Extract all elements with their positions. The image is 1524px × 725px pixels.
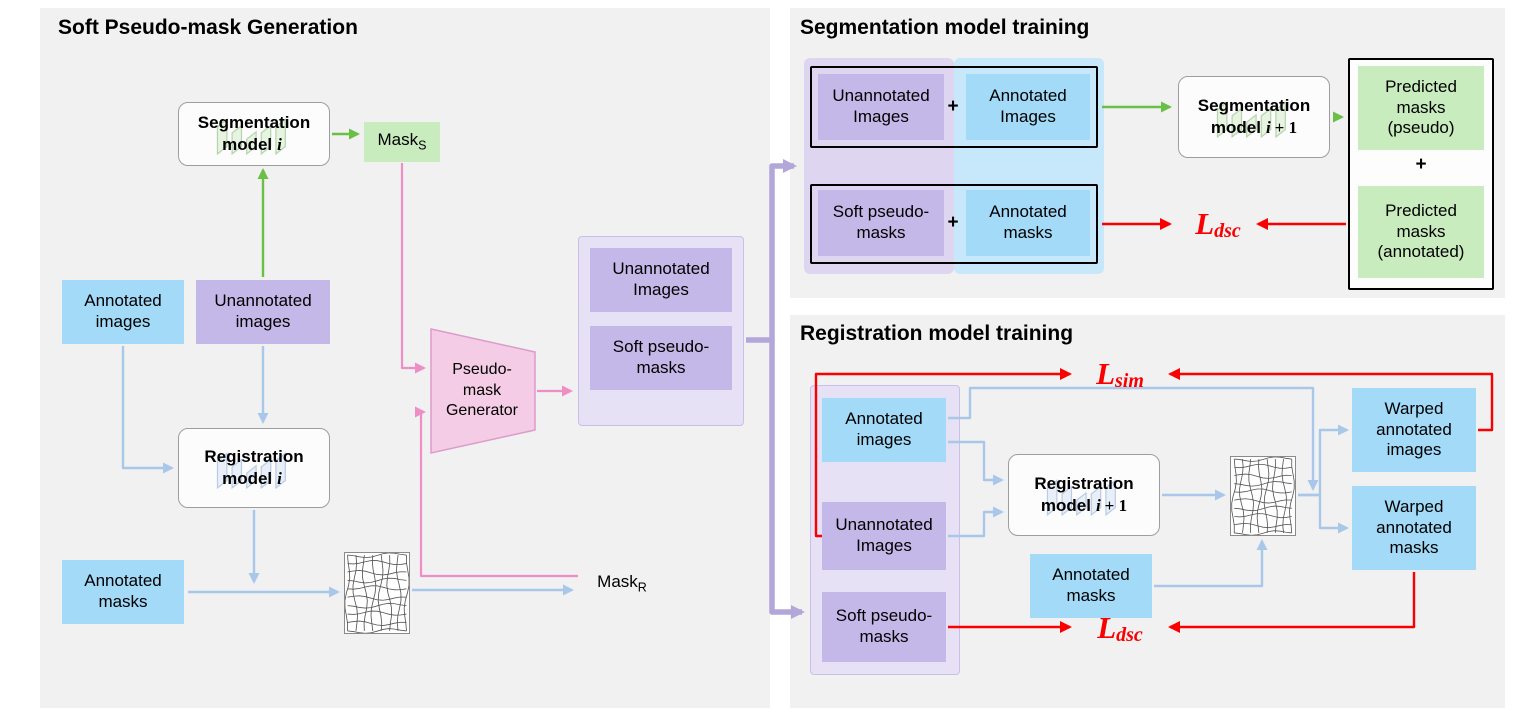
seg-soft-pseudo-masks-box: Soft pseudo-masks	[818, 190, 944, 256]
reg-annotated-masks-box: Annotated masks	[1030, 554, 1152, 618]
segmentation-layers-icon	[1216, 101, 1286, 139]
reg-training-title: Registration model training	[800, 322, 1074, 345]
predicted-masks-annotated-box: Predicted masks (annotated)	[1358, 186, 1484, 278]
annotated-images-box: Annotated images	[62, 280, 184, 344]
warped-annotated-masks-box: Warped annotated masks	[1352, 486, 1476, 570]
model-name: Segmentation	[1197, 95, 1311, 115]
predicted-masks-pseudo-box: Predicted masks (pseudo)	[1358, 66, 1484, 150]
model-name: Segmentation	[197, 112, 311, 132]
registration-layers-icon	[216, 452, 286, 490]
model-name: Registration	[1034, 473, 1134, 493]
model-name: Registration	[204, 446, 304, 466]
pseudo-mask-generator-label: Pseudo- mask Generator	[445, 360, 519, 420]
mask-s-box: MaskS	[364, 122, 440, 162]
annotated-masks-box: Annotated masks	[62, 560, 184, 624]
mask-r-label: MaskR	[597, 571, 647, 595]
seg-annotated-images-box: Annotated Images	[966, 74, 1090, 140]
plus-predicted: +	[1415, 154, 1427, 175]
images-pair-border	[810, 66, 1098, 148]
warped-annotated-images-box: Warped annotated images	[1352, 388, 1476, 472]
output-soft-pseudo-masks-box: Soft pseudo-masks	[590, 326, 732, 390]
plus-images: +	[947, 96, 959, 117]
deformation-grid	[344, 552, 410, 634]
unannotated-images-box: Unannotated images	[196, 280, 330, 344]
masks-pair-border	[810, 184, 1098, 264]
segmentation-layers-icon	[216, 118, 286, 156]
warped-grid-icon	[1231, 457, 1295, 535]
seg-annotated-masks-box: Annotated masks	[966, 190, 1090, 256]
reg-annotated-images-box: Annotated images	[822, 398, 946, 462]
reg-unannotated-images-box: Unannotated Images	[822, 502, 946, 570]
warped-grid-icon	[345, 553, 409, 633]
reg-soft-pseudo-masks-box: Soft pseudo-masks	[822, 592, 946, 662]
deformation-grid	[1230, 456, 1296, 536]
plus-masks: +	[947, 212, 959, 233]
output-unannotated-images-box: Unannotated Images	[590, 248, 732, 312]
seg-unannotated-images-box: Unannotated Images	[818, 74, 944, 140]
generation-title: Soft Pseudo-mask Generation	[58, 16, 358, 39]
seg-training-title: Segmentation model training	[800, 16, 1090, 39]
